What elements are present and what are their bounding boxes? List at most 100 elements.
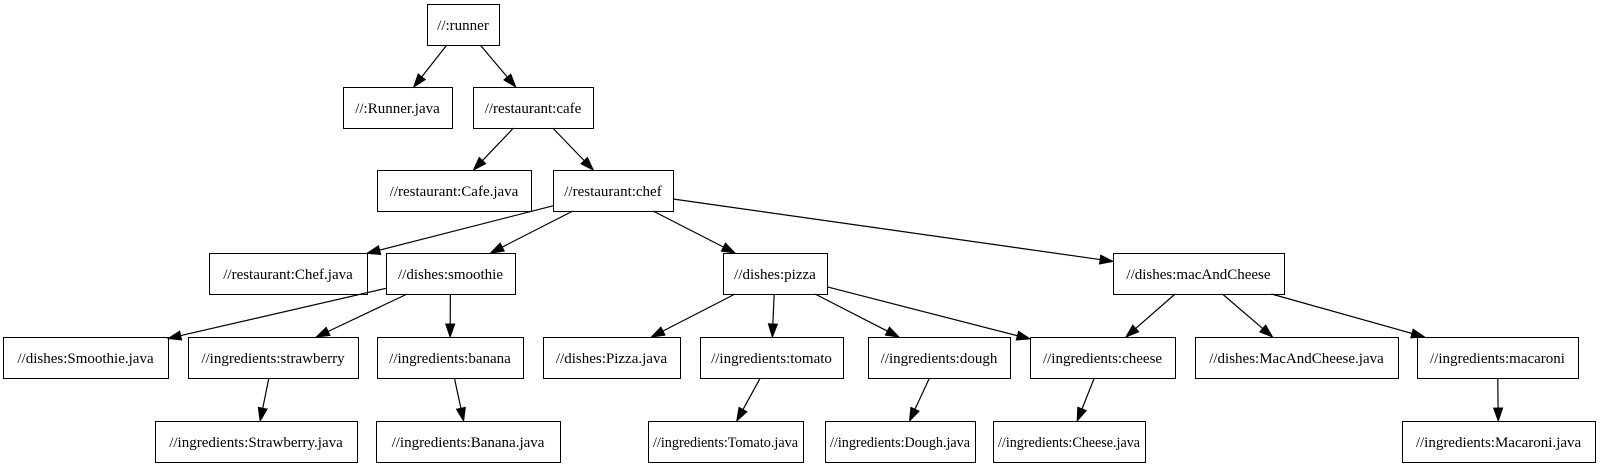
edge-arrowhead-icon: [767, 323, 779, 339]
graph-node-label: //dishes:pizza: [734, 267, 816, 283]
graph-node-box: [188, 337, 359, 379]
edge-arrowhead-icon: [1258, 324, 1274, 338]
graph-node-box: [1030, 337, 1176, 379]
edge-chef-chef_java: [365, 205, 554, 256]
graph-node-strawberry: //ingredients:strawberry: [188, 337, 359, 379]
edge-strawberry-strawberry_java: [257, 377, 270, 423]
graph-node-macaroni: //ingredients:macaroni: [1417, 337, 1579, 379]
graph-node-runner_java: //:Runner.java: [343, 87, 453, 129]
graph-node-label: //ingredients:cheese: [1043, 351, 1162, 367]
graph-node-box: [473, 87, 594, 129]
graph-node-label: //ingredients:Tomato.java: [653, 435, 798, 451]
graph-node-banana_java: //ingredients:Banana.java: [376, 421, 561, 463]
graph-node-chef: //restaurant:chef: [553, 170, 674, 212]
edge-line: [552, 127, 586, 162]
edge-runner-runner_java: [412, 44, 448, 89]
edge-line: [672, 198, 1102, 261]
edge-arrowhead-icon: [1098, 254, 1115, 265]
edge-cafe-cafe_java: [472, 127, 514, 172]
graph-node-box: [3, 337, 169, 379]
edge-cheese-cheese_java: [1076, 377, 1095, 423]
graph-node-label: //dishes:MacAndCheese.java: [1209, 351, 1384, 367]
edge-arrowhead-icon: [166, 330, 183, 341]
edge-tomato-tomato_java: [735, 377, 761, 423]
edge-banana-banana_java: [453, 377, 466, 423]
graph-node-label: //ingredients:strawberry: [201, 351, 345, 367]
graph-node-label: //:Runner.java: [355, 101, 440, 117]
graph-node-strawberry_java: //ingredients:Strawberry.java: [155, 421, 358, 463]
graph-node-box: [386, 253, 516, 295]
graph-node-box: [1195, 337, 1399, 379]
edge-pizza-tomato: [767, 293, 779, 339]
graph-node-box: [377, 170, 532, 212]
edge-arrowhead-icon: [472, 156, 487, 172]
edge-line: [661, 293, 736, 333]
edge-chef-smoothie: [489, 210, 574, 254]
graph-node-mac_and_cheese: //dishes:macAndCheese: [1113, 253, 1285, 295]
edge-arrowhead-icon: [720, 242, 737, 254]
graph-node-pizza_java: //dishes:Pizza.java: [543, 337, 681, 379]
edge-macaroni-macaroni_java: [1492, 377, 1504, 423]
edge-line: [179, 287, 387, 337]
graph-node-label: //ingredients:Cheese.java: [998, 435, 1140, 451]
edge-line: [1271, 293, 1414, 335]
edge-mac_and_cheese-macaroni: [1271, 293, 1427, 339]
graph-node-box: [155, 421, 358, 463]
graph-node-label: //ingredients:macaroni: [1430, 351, 1565, 367]
edge-line: [261, 377, 270, 410]
graph-node-cheese_java: //ingredients:Cheese.java: [993, 421, 1146, 463]
graph-node-label: //dishes:smoothie: [398, 267, 503, 283]
graph-node-label: //:runner: [437, 18, 489, 34]
graph-node-label: //ingredients:tomato: [711, 351, 832, 367]
graph-node-box: [1113, 253, 1285, 295]
graph-node-box: [553, 170, 674, 212]
edge-arrowhead-icon: [365, 244, 382, 256]
graph-node-box: [543, 337, 681, 379]
edge-pizza-pizza_java: [650, 293, 736, 338]
graph-node-cheese: //ingredients:cheese: [1030, 337, 1176, 379]
edge-smoothie-strawberry: [314, 293, 408, 338]
graph-node-box: [427, 4, 500, 46]
edge-line: [481, 127, 514, 162]
edge-line: [1134, 293, 1176, 330]
edge-mac_and_cheese-cheese: [1124, 293, 1176, 339]
graph-node-dough: //ingredients:dough: [868, 337, 1011, 379]
graph-node-tomato: //ingredients:tomato: [700, 337, 844, 379]
edge-smoothie-banana: [445, 293, 456, 339]
graph-node-label: //dishes:Pizza.java: [556, 351, 668, 367]
edge-dough-dough_java: [908, 377, 931, 423]
edge-arrowhead-icon: [489, 242, 506, 254]
edge-arrowhead-icon: [650, 326, 666, 338]
edge-arrowhead-icon: [1492, 407, 1504, 423]
edge-line: [914, 377, 931, 411]
edge-chef-mac_and_cheese: [672, 198, 1115, 265]
edge-line: [814, 293, 889, 333]
graph-node-box: [648, 421, 804, 463]
graph-node-banana: //ingredients:banana: [377, 337, 524, 379]
edge-line: [420, 44, 448, 78]
graph-node-cafe_java: //restaurant:Cafe.java: [377, 170, 532, 212]
edge-line: [453, 377, 462, 410]
edge-arrowhead-icon: [257, 406, 268, 423]
graph-node-box: [723, 253, 828, 295]
graph-node-label: //ingredients:Banana.java: [392, 435, 545, 451]
edge-arrowhead-icon: [1410, 328, 1427, 339]
edge-arrowhead-icon: [735, 406, 748, 423]
graph-node-tomato_java: //ingredients:Tomato.java: [648, 421, 804, 463]
graph-node-cafe: //restaurant:cafe: [473, 87, 594, 129]
graph-node-macaroni_java: //ingredients:Macaroni.java: [1402, 421, 1596, 463]
graph-node-pizza: //dishes:pizza: [723, 253, 828, 295]
graph-node-box: [993, 421, 1146, 463]
edge-chef-pizza: [652, 210, 737, 254]
graph-node-label: //ingredients:banana: [389, 351, 511, 367]
edge-pizza-dough: [814, 293, 901, 338]
edge-line: [378, 205, 554, 251]
graph-node-runner: //:runner: [427, 4, 500, 46]
edge-arrowhead-icon: [412, 73, 427, 89]
graph-node-chef_java: //restaurant:Chef.java: [209, 253, 368, 295]
edge-line: [501, 210, 574, 249]
graph-node-label: //restaurant:Chef.java: [223, 267, 353, 283]
graph-node-smoothie: //dishes:smoothie: [386, 253, 516, 295]
edge-arrowhead-icon: [1015, 330, 1032, 341]
